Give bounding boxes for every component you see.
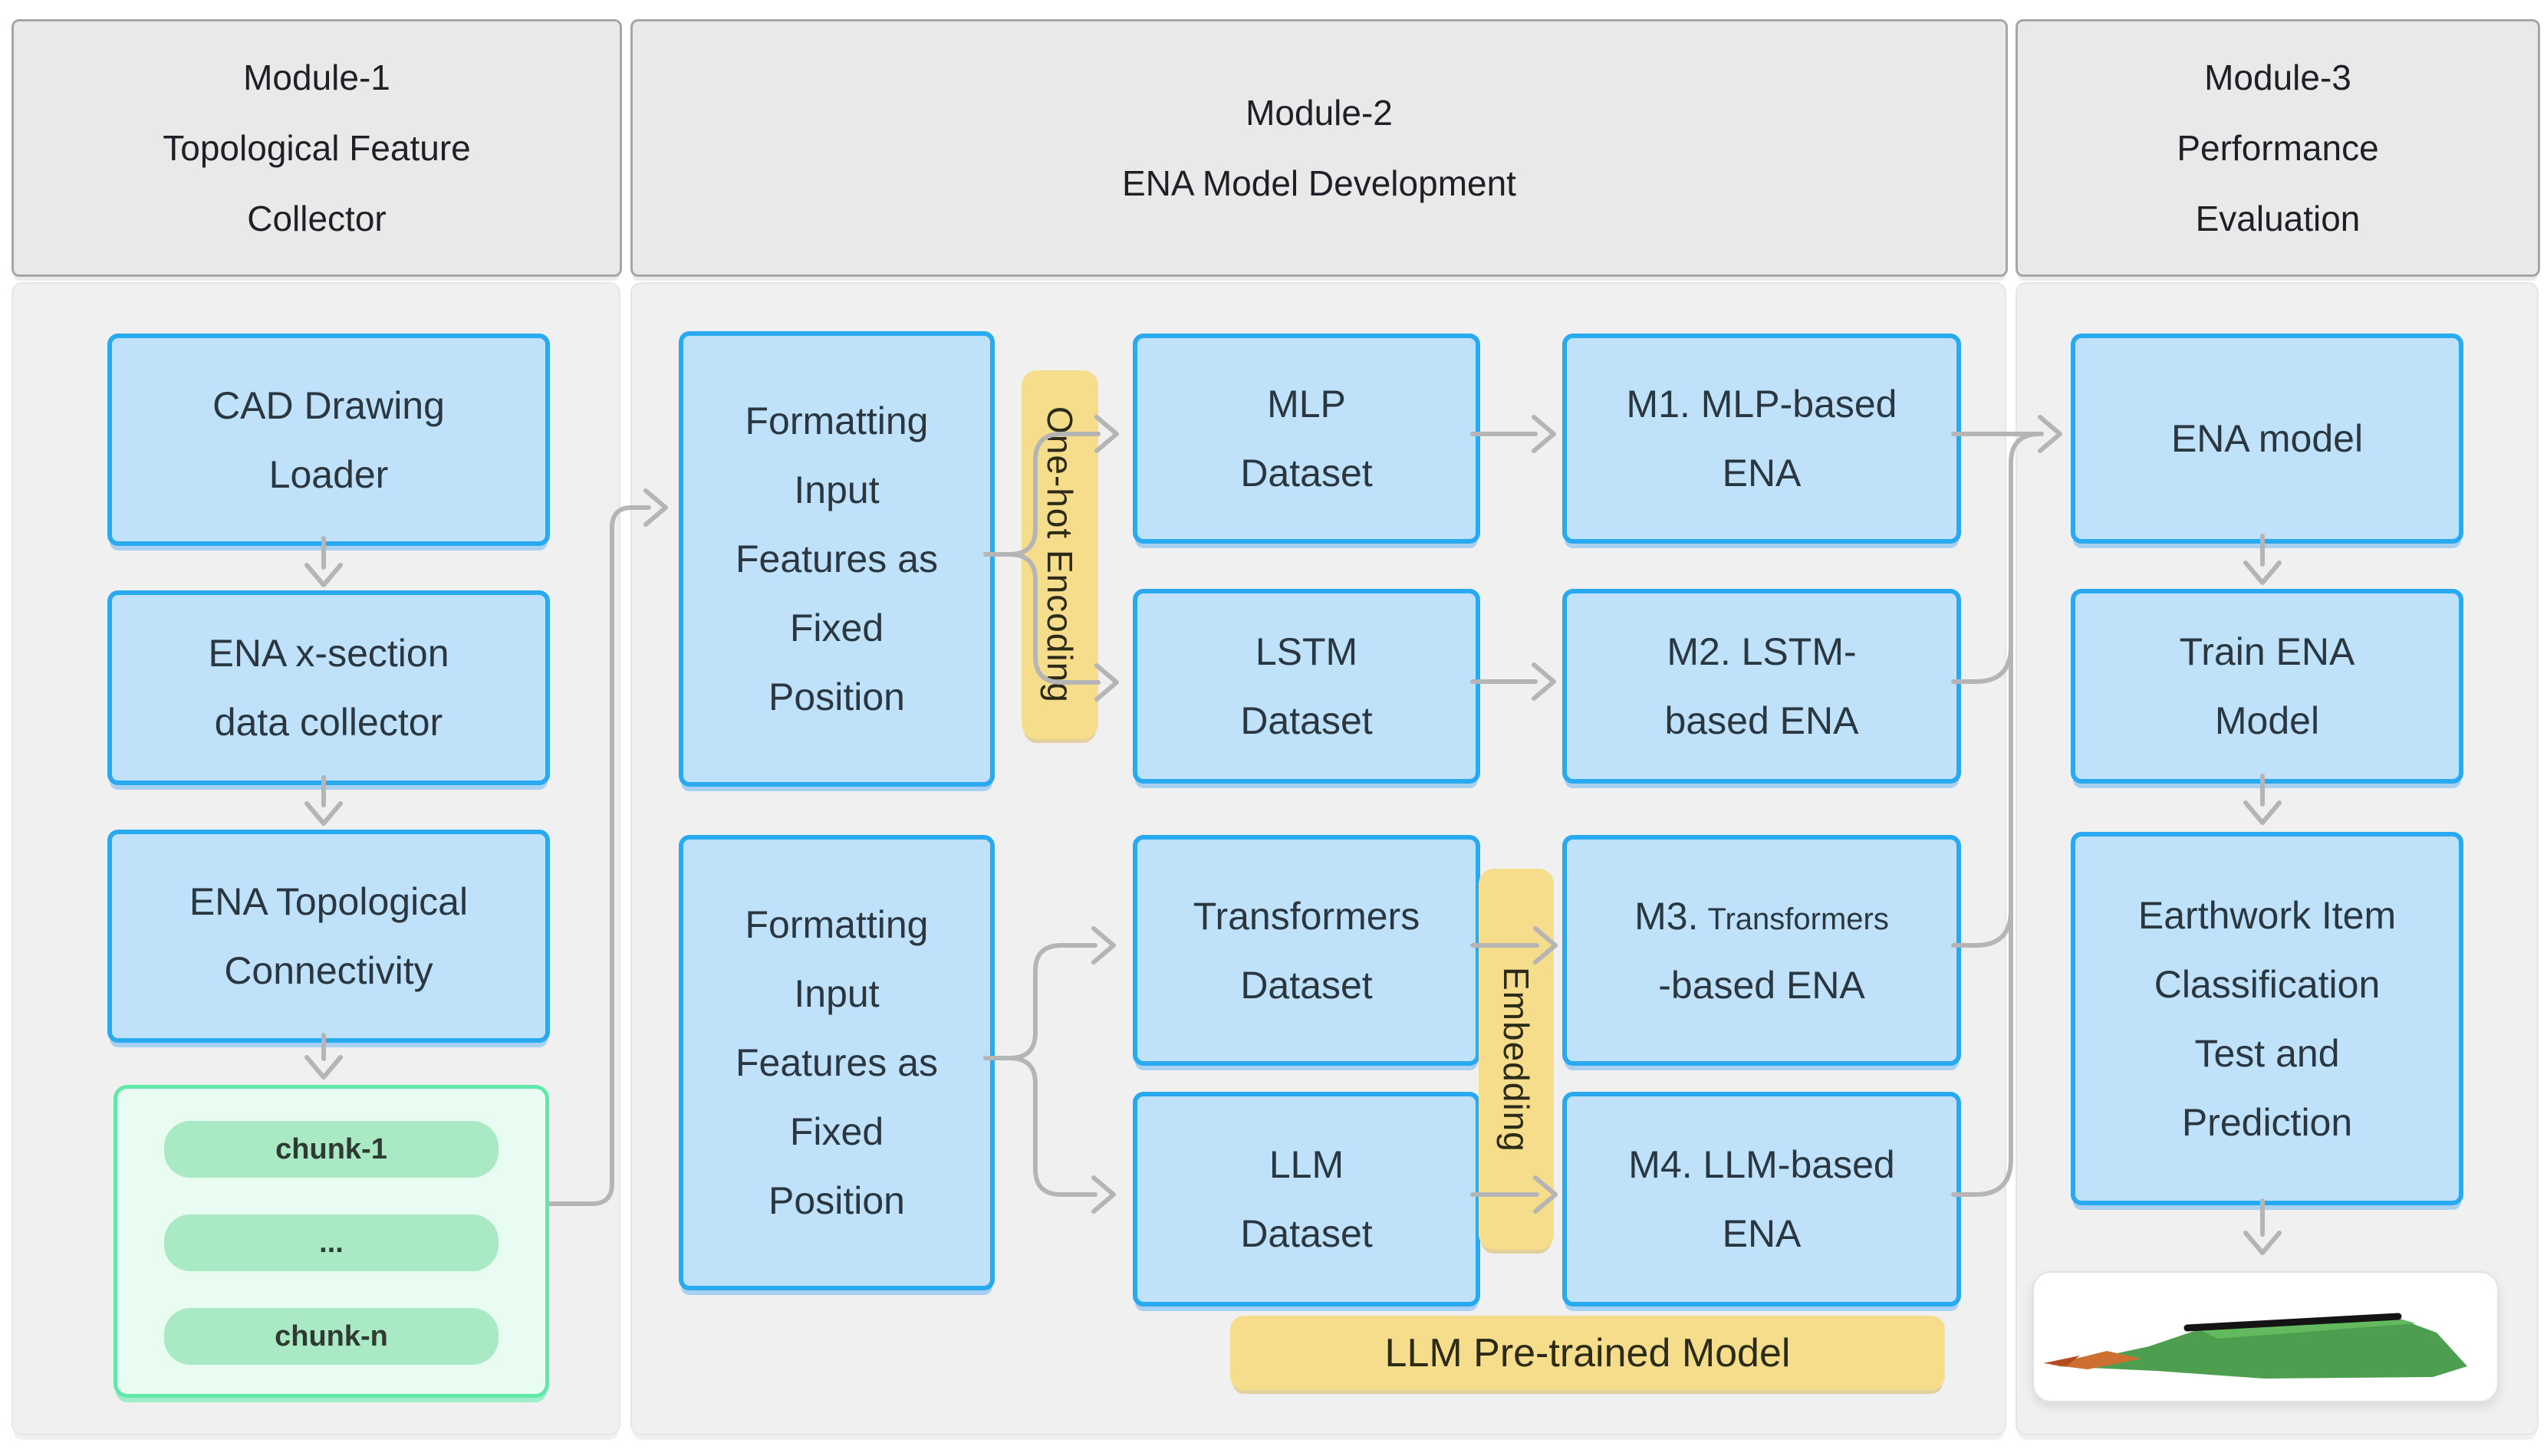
node-label-line: M4. LLM-based	[1628, 1143, 1895, 1186]
chunk-pill-n: chunk-n	[164, 1308, 499, 1365]
node-label-line: Formatting	[745, 399, 929, 442]
llm-pretrained-model-bar: LLM Pre-trained Model	[1230, 1316, 1945, 1390]
node-label-line: Dataset	[1240, 452, 1373, 495]
node-label-line: Input	[794, 468, 880, 511]
node-m4-llm-based-ena: M4. LLM-based ENA	[1562, 1092, 1961, 1306]
node-label-line: based ENA	[1664, 699, 1859, 742]
node-transformers-dataset: Transformers Dataset	[1133, 835, 1480, 1066]
llm-pretrained-model-label: LLM Pre-trained Model	[1384, 1330, 1791, 1375]
header-module-1: Module-1 Topological Feature Collector	[12, 19, 622, 277]
node-label-line: Classification	[2154, 962, 2381, 1006]
terrain-orange-sliver	[2051, 1351, 2141, 1369]
header-line: Module-3	[2204, 58, 2351, 97]
header-line: Topological Feature	[163, 128, 471, 168]
node-label-line: Prediction	[2181, 1100, 2353, 1144]
header-line: ENA Model Development	[1122, 163, 1516, 203]
node-label-line: Input	[794, 972, 880, 1015]
embedding-label: Embedding	[1496, 966, 1536, 1152]
m3-prefix: M3.	[1634, 894, 1699, 938]
onehot-encoding-label: One-hot Encoding	[1040, 406, 1080, 703]
node-mlp-dataset: MLP Dataset	[1133, 334, 1480, 544]
node-m3-transformers-based-ena: M3.Transformers -based ENA	[1562, 835, 1961, 1066]
terrain-red-tip	[2043, 1356, 2080, 1366]
node-label-line: Loader	[268, 452, 389, 496]
node-label-line: Features as	[735, 1041, 938, 1084]
header-line: Module-2	[1246, 93, 1393, 133]
node-label-line: Position	[768, 1179, 905, 1222]
terrain-green-highlight	[2199, 1317, 2416, 1339]
header-line: Module-1	[243, 58, 390, 97]
node-label-line: Features as	[735, 537, 938, 580]
node-label-line: M1. MLP-based	[1626, 383, 1897, 426]
node-ena-topological-connectivity: ENA Topological Connectivity	[107, 830, 550, 1043]
node-label-line: Formatting	[745, 903, 929, 946]
node-label-line: Dataset	[1240, 1212, 1373, 1255]
node-formatting-input-bottom: Formatting Input Features as Fixed Posit…	[679, 835, 995, 1290]
m3-small-label: Transformers	[1707, 902, 1889, 936]
node-label-line: ENA Topological	[189, 880, 469, 923]
onehot-encoding-pill: One-hot Encoding	[1022, 370, 1098, 739]
node-llm-dataset: LLM Dataset	[1133, 1092, 1480, 1306]
node-label-line: ENA x-section	[208, 632, 449, 675]
node-label-line: LLM	[1269, 1143, 1344, 1186]
node-label-line: M3.Transformers	[1634, 882, 1889, 951]
node-label-line: MLP	[1267, 383, 1346, 426]
chunk-pill-ellipsis: ...	[164, 1214, 499, 1271]
node-label-line: Dataset	[1240, 963, 1373, 1007]
node-label-line: Transformers	[1193, 894, 1420, 938]
terrain-green-body	[2057, 1317, 2467, 1379]
node-label-line: CAD Drawing	[212, 383, 445, 427]
node-label-line: Connectivity	[224, 949, 433, 992]
node-label-line: Train ENA	[2179, 630, 2355, 673]
header-module-3: Module-3 Performance Evaluation	[2016, 19, 2540, 277]
node-cad-drawing-loader: CAD Drawing Loader	[107, 334, 550, 546]
terrain-black-cap	[2183, 1313, 2402, 1332]
node-label-line: Model	[2214, 699, 2320, 742]
node-label-line: M2. LSTM-	[1667, 630, 1857, 673]
embedding-pill: Embedding	[1479, 869, 1554, 1250]
node-m1-mlp-based-ena: M1. MLP-based ENA	[1562, 334, 1961, 544]
node-label-line: -based ENA	[1658, 963, 1865, 1007]
terrain-cross-section-graphic	[2043, 1313, 2467, 1379]
node-label-line: ENA	[1722, 452, 1802, 495]
header-line: Evaluation	[2195, 199, 2361, 238]
node-earthwork-classification: Earthwork Item Classification Test and P…	[2071, 832, 2463, 1205]
node-formatting-input-top: Formatting Input Features as Fixed Posit…	[679, 331, 995, 787]
chunk-container: chunk-1 ... chunk-n	[114, 1085, 549, 1398]
node-lstm-dataset: LSTM Dataset	[1133, 589, 1480, 784]
node-train-ena-model: Train ENA Model	[2071, 589, 2463, 784]
node-label-line: Dataset	[1240, 699, 1373, 742]
terrain-image-card	[2032, 1271, 2499, 1402]
node-label-line: Fixed	[789, 606, 884, 649]
node-label-line: ENA	[1722, 1212, 1802, 1255]
node-label-line: data collector	[214, 701, 443, 744]
header-line: Performance	[2177, 128, 2379, 168]
chunk-pill-1: chunk-1	[164, 1121, 499, 1178]
node-ena-xsection-collector: ENA x-section data collector	[107, 590, 550, 785]
node-label-line: Fixed	[789, 1110, 884, 1153]
node-label-line: ENA model	[2170, 417, 2364, 460]
node-label-line: Earthwork Item	[2137, 893, 2397, 937]
header-module-2: Module-2 ENA Model Development	[630, 19, 2008, 277]
node-ena-model: ENA model	[2071, 334, 2463, 544]
node-label-line: LSTM	[1255, 630, 1358, 673]
node-label-line: Test and	[2194, 1031, 2340, 1075]
header-line: Collector	[247, 199, 387, 238]
node-m2-lstm-based-ena: M2. LSTM- based ENA	[1562, 589, 1961, 784]
node-label-line: Position	[768, 675, 905, 718]
